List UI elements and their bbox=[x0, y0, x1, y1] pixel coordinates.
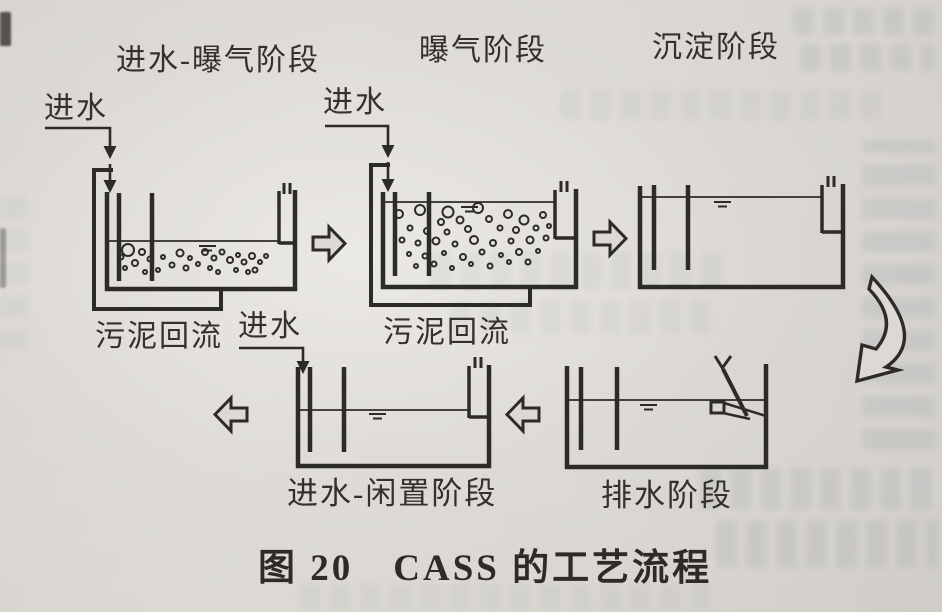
sludge-return-label-stage1: 污泥回流 bbox=[95, 320, 223, 353]
tank-stage3 bbox=[637, 176, 846, 290]
sludge-return-label-stage2: 污泥回流 bbox=[383, 316, 511, 349]
sludge-return-pipe-stage2 bbox=[369, 163, 532, 307]
tank-walls bbox=[295, 365, 492, 469]
water-level-icon bbox=[714, 201, 731, 208]
block-arrow-stage1-to-stage2 bbox=[311, 223, 348, 264]
influent-label-stage1: 进水 bbox=[44, 92, 108, 125]
stage4-title: 排水阶段 bbox=[601, 478, 733, 513]
block-arrow-stage4-to-stage5 bbox=[504, 394, 541, 435]
page-edge-text-fragment bbox=[0, 12, 11, 46]
water-level-icon bbox=[369, 413, 386, 420]
stage1-title: 进水-曝气阶段 bbox=[116, 44, 320, 77]
tank-stage4 bbox=[564, 355, 769, 470]
influent-label-stage2: 进水 bbox=[323, 86, 387, 119]
curved-arrow-stage3-to-stage4 bbox=[854, 273, 907, 384]
tank-stage1 bbox=[45, 126, 298, 311]
tank-stage5 bbox=[239, 346, 492, 469]
influent-arrow-stage2 bbox=[325, 124, 395, 192]
tank-stage2 bbox=[325, 124, 579, 307]
water-level-icon bbox=[640, 404, 657, 411]
figure-caption: 图 20 CASS 的工艺流程 bbox=[258, 548, 713, 589]
decanter-stage5 bbox=[467, 357, 488, 419]
bubble-field-stage1 bbox=[117, 243, 269, 275]
bubble-field-stage2 bbox=[394, 202, 552, 271]
block-arrow-stage2-to-stage3 bbox=[592, 218, 629, 259]
decanter-stage3 bbox=[820, 176, 842, 234]
influent-arrow-stage1 bbox=[45, 126, 117, 193]
stage3-title: 沉淀阶段 bbox=[652, 31, 780, 64]
decanter-stage1 bbox=[277, 183, 294, 245]
influent-arrow-stage5 bbox=[239, 346, 310, 374]
sludge-return-pipe-stage1 bbox=[92, 168, 223, 311]
water-level-icon bbox=[461, 206, 478, 213]
tank-walls bbox=[104, 190, 298, 292]
moving-decanter-stage4 bbox=[709, 355, 767, 421]
stage5-title: 进水-闲置阶段 bbox=[287, 476, 498, 511]
stage2-title: 曝气阶段 bbox=[419, 34, 547, 67]
page-edge-text-fragment bbox=[0, 228, 6, 288]
influent-label-stage5: 进水 bbox=[238, 310, 302, 343]
tank-walls bbox=[380, 189, 579, 290]
decanter-stage2 bbox=[553, 181, 575, 240]
block-arrow-stage5-out bbox=[212, 394, 249, 435]
tank-walls bbox=[637, 184, 846, 290]
